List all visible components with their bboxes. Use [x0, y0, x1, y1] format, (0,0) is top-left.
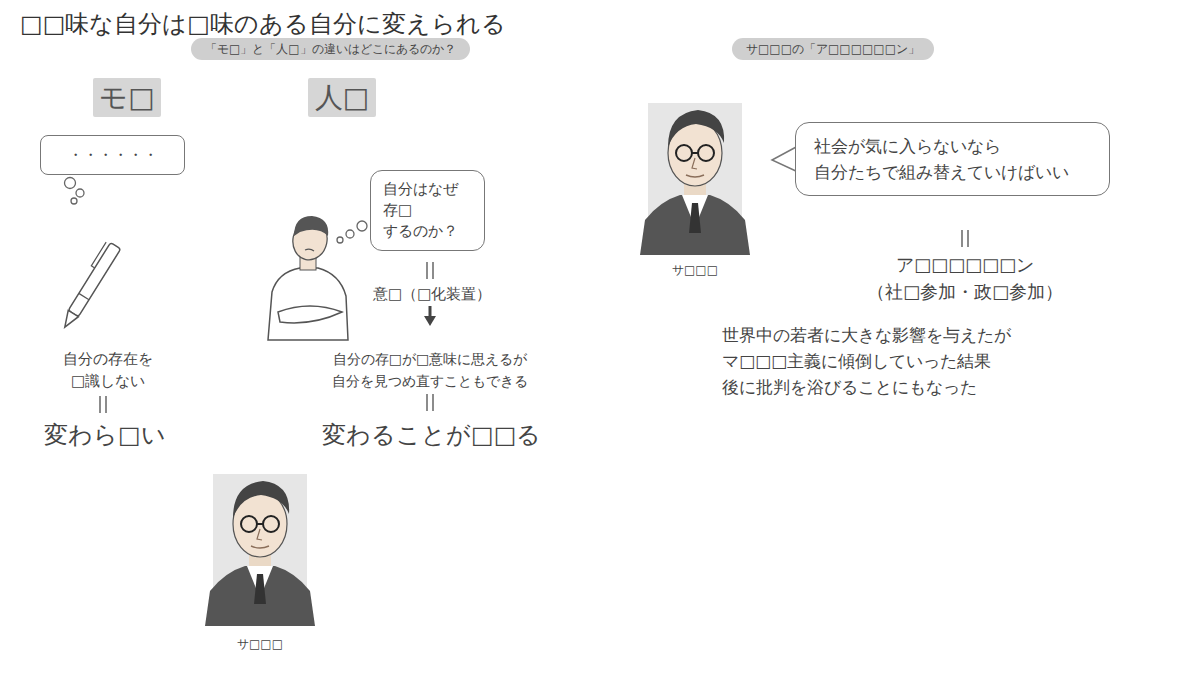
- annotation-text: 自分の存在を □識しない: [63, 348, 153, 392]
- node-text: 人□: [315, 78, 369, 117]
- portrait: [640, 103, 750, 255]
- annotation-text: ア□□□□□□ン: [896, 253, 1034, 276]
- person-illustration: [268, 216, 348, 340]
- speech-bubble: 社会が気に入らないなら 自分たちで組み替えていけばいい: [795, 122, 1110, 196]
- annotation-text: 変わら□い: [44, 420, 166, 451]
- heading-pill: 「モ□」と「人□」の違いはどこにあるのか？: [191, 38, 470, 60]
- node-text: モ□: [99, 78, 154, 117]
- node-text: ・・・・・・: [68, 145, 158, 166]
- name-label: サ□□□: [235, 636, 285, 652]
- speech-bubble: 自分はなぜ 存□するのか？: [370, 170, 485, 251]
- down-arrow-head: [424, 316, 436, 326]
- portrait: [205, 474, 315, 626]
- page-title: □□味な自分は□味のある自分に変えられる: [20, 8, 506, 40]
- annotation-text: 自分の存□が□意味に思えるが 自分を見つめ直すこともできる: [332, 348, 528, 392]
- name-label: サ□□□: [670, 262, 720, 278]
- node-text: サ□□□の「ア□□□□□□ン」: [746, 41, 920, 58]
- annotation-text: （社□参加・政□参加）: [867, 280, 1063, 303]
- node-text: 自分はなぜ 存□するのか？: [383, 179, 458, 242]
- node-text: 社会が気に入らないなら 自分たちで組み替えていけばいい: [814, 133, 1069, 185]
- annotation-text: 意□（□化装置）: [373, 284, 491, 304]
- speech-bubble: ・・・・・・: [40, 135, 185, 175]
- heading-pill: サ□□□の「ア□□□□□□ン」: [732, 38, 934, 60]
- annotation-text: 世界中の若者に大きな影響を与えたが マ□□□主義に傾倒していった結果 後に批判を…: [722, 322, 1011, 400]
- node-text: 「モ□」と「人□」の違いはどこにあるのか？: [205, 41, 456, 58]
- pen-illustration: [56, 240, 120, 330]
- label-box: 人□: [308, 78, 376, 117]
- annotation-text: 変わることが□□る: [322, 420, 541, 451]
- label-box: モ□: [93, 78, 161, 117]
